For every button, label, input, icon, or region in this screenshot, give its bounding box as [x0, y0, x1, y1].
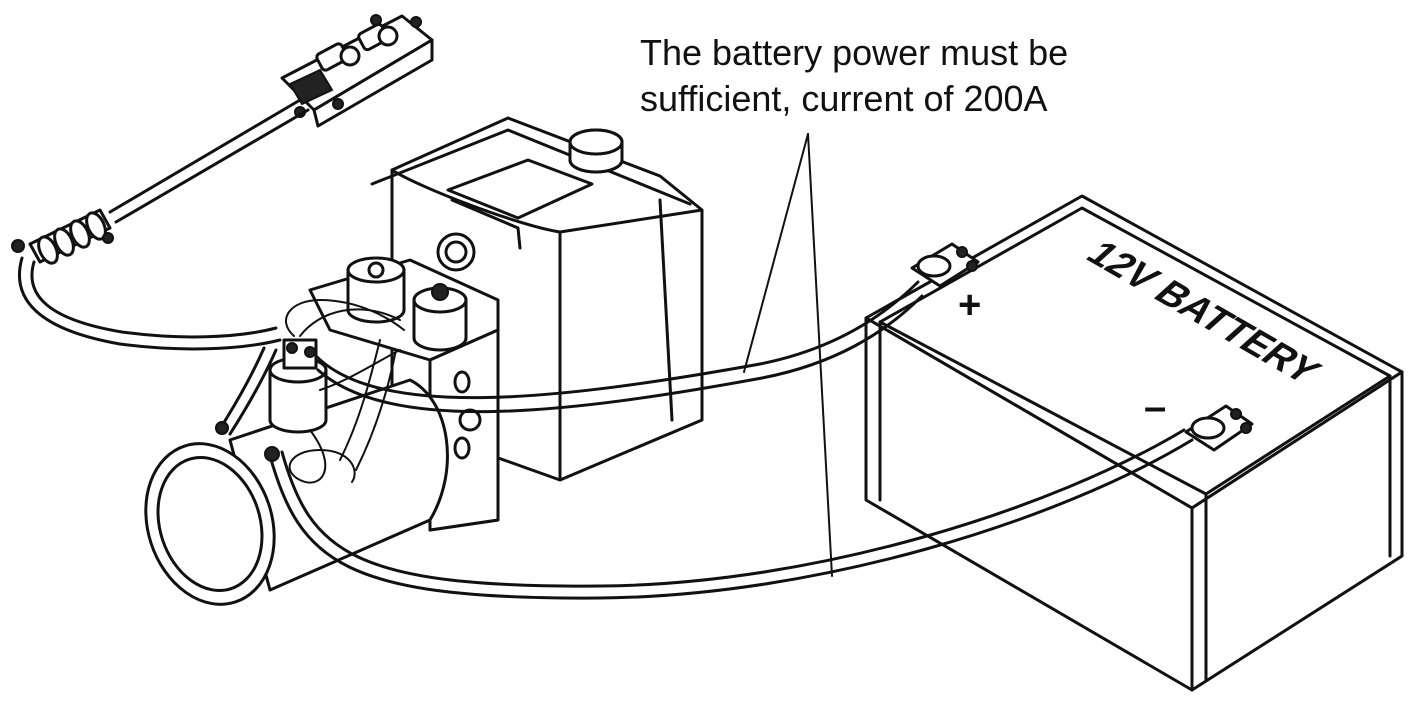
electric-motor: [144, 378, 449, 606]
callout-line-1: The battery power must be: [640, 32, 1069, 73]
callout-line-2: sufficient, current of 200A: [640, 78, 1048, 119]
filler-cap: [568, 128, 624, 174]
remote-control-handset: [280, 14, 434, 128]
callout-note: The battery power must be sufficient, cu…: [640, 30, 1110, 122]
positive-battery-cable: [314, 280, 924, 414]
remote-cable: [108, 98, 310, 224]
motor-jumper-wires: [215, 339, 397, 484]
control-cable-to-solenoid: [17, 256, 282, 351]
solenoid-valve-coil: [346, 256, 468, 352]
negative-symbol: –: [1144, 385, 1166, 429]
cable-connector-plug: [11, 208, 114, 265]
callout-leader-lines: [743, 133, 833, 577]
battery-terminal-negative: –: [1144, 385, 1254, 452]
positive-symbol: +: [958, 283, 981, 327]
breather-knob: [436, 232, 476, 272]
battery-terminal-positive: +: [910, 242, 981, 327]
motor-start-relay: [268, 298, 405, 434]
negative-battery-cable: [264, 428, 1194, 600]
